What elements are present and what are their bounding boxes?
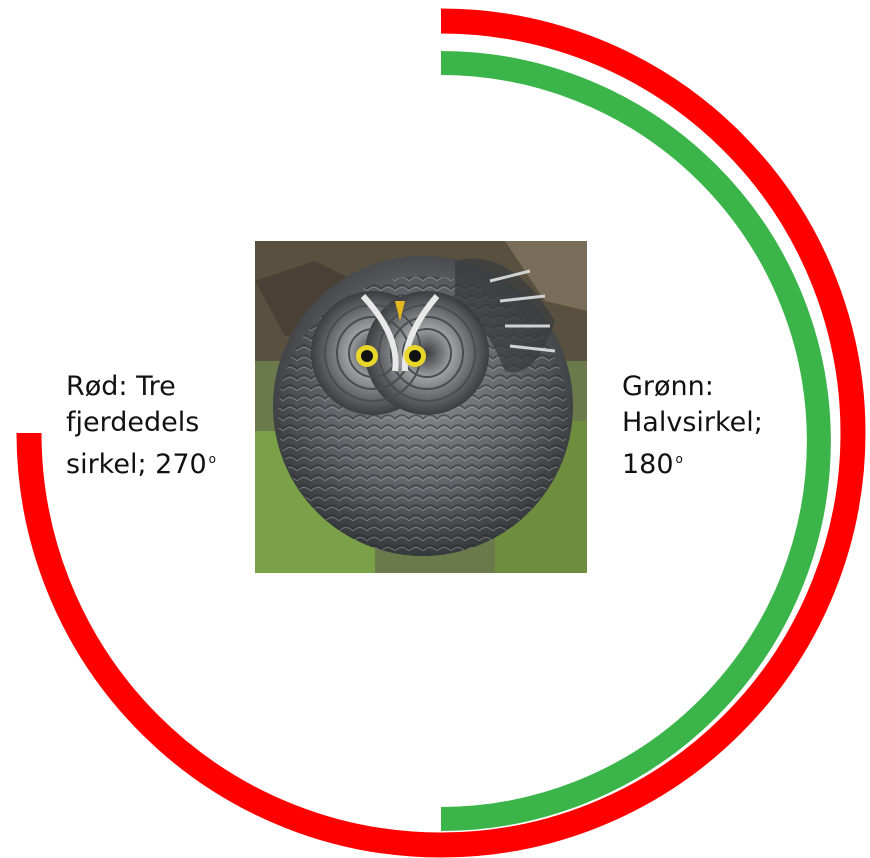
red-label-degrees: sirkel; 270 (66, 449, 207, 480)
green-label-degrees: 180 (622, 449, 674, 480)
owl-photo (255, 241, 587, 573)
green-label-line-2: Halvsirkel; (622, 405, 763, 441)
green-label-line-1: Grønn: (622, 369, 763, 405)
degree-symbol: o (676, 452, 683, 466)
degree-symbol: o (209, 452, 216, 466)
red-label-line-1: Rød: Tre (66, 369, 216, 405)
red-label-line-2: fjerdedels (66, 405, 216, 441)
